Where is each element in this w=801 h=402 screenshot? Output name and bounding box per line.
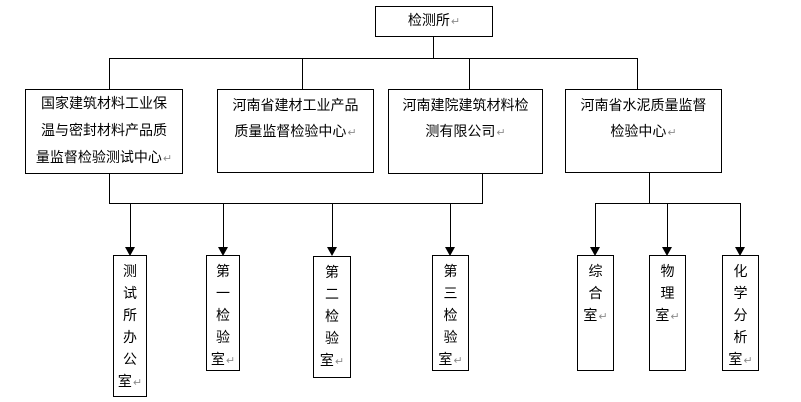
vertical-char: 析 (733, 330, 748, 346)
label-line: 国家建筑材料工业保 (41, 96, 167, 112)
return-mark-icon: ↵ (667, 126, 677, 139)
connector-node4-stem (649, 173, 650, 204)
label-text: 测有限公司 (425, 124, 496, 140)
connector-drop-node4 (637, 59, 638, 89)
label-line: 检验中心↵ (566, 119, 721, 146)
vertical-char: 第 (216, 264, 230, 280)
arrow-down-icon (218, 247, 228, 256)
connector-node3-stem (482, 174, 483, 204)
node-lab-2: 第二检验室↵ (313, 256, 351, 378)
label-text: 量监督检验测试中心 (35, 150, 162, 166)
vertical-char: 检 (443, 308, 458, 324)
node-national-building-materials-center: 国家建筑材料工业保 温与密封材料产品质 量监督检验测试中心↵ (25, 89, 183, 174)
vertical-char: 验 (216, 330, 230, 346)
vertical-char: 室↵ (210, 352, 236, 368)
vertical-char: 室↵ (438, 352, 463, 368)
arrow-down-icon (590, 247, 600, 256)
vertical-char: 一 (216, 286, 230, 302)
return-mark-icon: ↵ (453, 354, 463, 367)
connector-arrow-lab3 (450, 204, 451, 247)
node-testing-institute: 检测所↵ (375, 6, 493, 37)
return-mark-icon: ↵ (598, 310, 608, 323)
label-line: 质量监督检验中心↵ (218, 119, 373, 146)
vertical-char: 化 (733, 264, 748, 280)
node-general-room: 综合室↵ (577, 255, 614, 371)
vertical-char: 第 (443, 264, 458, 280)
arrow-down-icon (125, 247, 135, 256)
arrow-down-icon (445, 247, 455, 256)
connector-rail-right-group (595, 203, 741, 204)
connector-rail-level2 (109, 58, 638, 59)
label-text: 检验中心 (610, 124, 667, 140)
vertical-char: 分 (733, 308, 748, 324)
vertical-char: 室↵ (655, 308, 680, 324)
label-line: 河南省建材工业产品 (232, 98, 359, 114)
return-mark-icon: ↵ (132, 376, 143, 389)
vertical-char: 检 (325, 309, 339, 325)
return-mark-icon: ↵ (670, 310, 680, 323)
return-mark-icon: ↵ (347, 126, 357, 139)
connector-root-stem (433, 37, 434, 58)
node-henan-jianyuan-testing-company: 河南建院建筑材料检 测有限公司↵ (388, 89, 543, 174)
label-text: 质量监督检验中心 (234, 124, 347, 140)
vertical-char: 试 (123, 286, 137, 302)
label-line: 温与密封材料产品质 (41, 123, 167, 139)
node-lab-1: 第一检验室↵ (206, 255, 240, 371)
node-label: 检测所 (407, 13, 450, 29)
return-mark-icon: ↵ (225, 354, 236, 367)
connector-drop-node3 (469, 59, 470, 89)
vertical-char: 合 (588, 286, 603, 302)
label-line: 测有限公司↵ (389, 119, 542, 146)
label-line: 量监督检验测试中心↵ (26, 145, 182, 172)
vertical-char: 二 (325, 287, 339, 303)
return-mark-icon: ↵ (743, 354, 753, 367)
connector-rail-left-group (109, 203, 483, 204)
return-mark-icon: ↵ (334, 355, 345, 368)
arrow-down-icon (735, 247, 745, 256)
connector-node1-stem (109, 174, 110, 204)
return-mark-icon: ↵ (450, 15, 461, 28)
node-chemical-analysis-room: 化学分析室↵ (722, 255, 759, 371)
vertical-char: 第 (325, 265, 339, 281)
vertical-char: 室↵ (117, 374, 143, 390)
vertical-char: 学 (733, 286, 748, 302)
connector-arrow-physics-room (667, 204, 668, 247)
node-henan-building-materials-center: 河南省建材工业产品 质量监督检验中心↵ (217, 89, 374, 173)
connector-drop-node2 (302, 59, 303, 89)
arrow-down-icon (327, 247, 337, 256)
connector-arrow-general-room (595, 204, 596, 247)
vertical-char: 办 (123, 330, 137, 346)
label-line: 河南建院建筑材料检 (402, 98, 529, 114)
vertical-char: 综 (588, 264, 603, 280)
vertical-char: 测 (123, 264, 137, 280)
vertical-char: 理 (660, 286, 675, 302)
connector-arrow-office (130, 204, 131, 247)
return-mark-icon: ↵ (496, 126, 506, 139)
vertical-char: 三 (443, 286, 458, 302)
node-henan-cement-supervision-center: 河南省水泥质量监督 检验中心↵ (565, 89, 722, 173)
vertical-char: 物 (660, 264, 675, 280)
vertical-char: 检 (216, 308, 230, 324)
node-office: 测试所办公室↵ (113, 255, 147, 397)
node-lab-3: 第三检验室↵ (432, 255, 469, 371)
vertical-char: 所 (123, 308, 137, 324)
vertical-char: 验 (443, 330, 458, 346)
connector-drop-node1 (109, 59, 110, 89)
connector-arrow-chemical-room (740, 204, 741, 247)
node-physics-room: 物理室↵ (649, 255, 686, 371)
vertical-char: 室↵ (728, 352, 753, 368)
arrow-down-icon (662, 247, 672, 256)
vertical-char: 公 (123, 352, 137, 368)
vertical-char: 室↵ (583, 308, 608, 324)
label-line: 河南省水泥质量监督 (580, 98, 707, 114)
connector-arrow-lab1 (223, 204, 224, 247)
vertical-char: 室↵ (319, 353, 345, 369)
vertical-char: 验 (325, 331, 339, 347)
connector-arrow-lab2 (332, 204, 333, 247)
return-mark-icon: ↵ (162, 152, 173, 165)
